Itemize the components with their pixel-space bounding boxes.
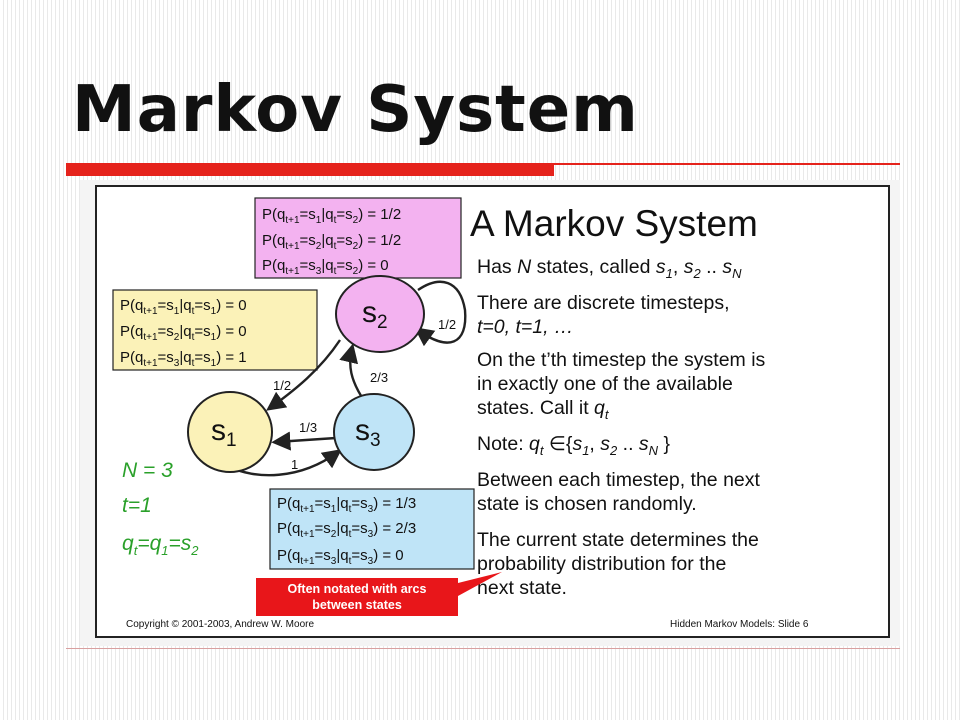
- bullet-3-line-2: in exactly one of the available: [477, 373, 733, 395]
- arc-s3-to-s2: [339, 343, 366, 403]
- state-s3-label: s3: [355, 414, 381, 451]
- state-s3: s3: [333, 393, 415, 471]
- callout-line-1: Often notated with arcs: [288, 582, 427, 596]
- pink-probability-box: P(qt+1=s1|qt=s2) = 1/2 P(qt+1=s2|qt=s2) …: [254, 197, 462, 279]
- slide-diagram: P(qt+1=s1|qt=s2) = 1/2 P(qt+1=s2|qt=s2) …: [112, 197, 809, 630]
- arc-label-s1-to-s3: 1: [291, 457, 298, 472]
- arc-s2-to-s1: [266, 339, 341, 411]
- bullet-2-line-1: There are discrete timesteps,: [477, 292, 730, 314]
- bottom-rule: [66, 648, 900, 649]
- footer-copyright: Copyright © 2001-2003, Andrew W. Moore: [126, 619, 314, 630]
- yellow-row-3: P(qt+1=s3|qt=s1) = 1: [120, 349, 247, 369]
- green-q: qt=q1=s2: [122, 532, 199, 558]
- bullet-6-line-1: The current state determines the: [477, 529, 759, 551]
- arc-s3-to-s1: [271, 431, 337, 451]
- blue-row-3: P(qt+1=s3|qt=s3) = 0: [277, 547, 404, 567]
- bullet-6-line-2: probability distribution for the: [477, 553, 726, 575]
- bullet-3-line-3: states. Call it qt: [477, 397, 610, 422]
- pink-row-1: P(qt+1=s1|qt=s2) = 1/2: [262, 206, 401, 226]
- bullet-5-line-2: state is chosen randomly.: [477, 493, 697, 515]
- bullet-1: Has N states, called s1, s2 .. sN: [477, 256, 742, 281]
- state-s1-label: s1: [211, 414, 237, 451]
- arc-label-s2-self: 1/2: [438, 317, 456, 332]
- yellow-probability-box: P(qt+1=s1|qt=s1) = 0 P(qt+1=s2|qt=s1) = …: [112, 289, 318, 371]
- state-s2: s2: [335, 275, 425, 353]
- green-n: N = 3: [122, 459, 173, 482]
- arc-s2-self: [414, 280, 467, 347]
- pink-row-2: P(qt+1=s2|qt=s2) = 1/2: [262, 232, 401, 252]
- state-s1: s1: [187, 391, 273, 473]
- pink-row-3: P(qt+1=s3|qt=s2) = 0: [262, 257, 389, 277]
- bullet-2-line-2: t=0, t=1, …: [477, 316, 573, 338]
- slide-heading: A Markov System: [470, 203, 758, 244]
- bullet-6-line-3: next state.: [477, 577, 567, 599]
- blue-row-1: P(qt+1=s1|qt=s3) = 1/3: [277, 495, 416, 515]
- bullet-3-line-1: On the t’th timestep the system is: [477, 349, 766, 371]
- yellow-row-1: P(qt+1=s1|qt=s1) = 0: [120, 297, 247, 317]
- slide-image: P(qt+1=s1|qt=s2) = 1/2 P(qt+1=s2|qt=s2) …: [80, 180, 900, 646]
- callout: Often notated with arcs between states: [256, 572, 502, 616]
- arc-label-s3-to-s2: 2/3: [370, 370, 388, 385]
- bullet-5-line-1: Between each timestep, the next: [477, 469, 761, 491]
- green-t: t=1: [122, 494, 152, 517]
- title-underline-thick: [66, 163, 554, 176]
- arc-label-s3-to-s1: 1/3: [299, 420, 317, 435]
- footer-slide-number: Hidden Markov Models: Slide 6: [670, 619, 809, 630]
- callout-line-2: between states: [312, 598, 402, 612]
- arc-label-s2-to-s1: 1/2: [273, 378, 291, 393]
- yellow-row-2: P(qt+1=s2|qt=s1) = 0: [120, 323, 247, 343]
- bullet-4: Note: qt ∈{s1, s2 .. sN }: [477, 433, 670, 458]
- page-title: Markov System: [72, 73, 639, 147]
- blue-row-2: P(qt+1=s2|qt=s3) = 2/3: [277, 520, 416, 540]
- state-s2-label: s2: [362, 296, 388, 333]
- blue-probability-box: P(qt+1=s1|qt=s3) = 1/3 P(qt+1=s2|qt=s3) …: [269, 488, 475, 570]
